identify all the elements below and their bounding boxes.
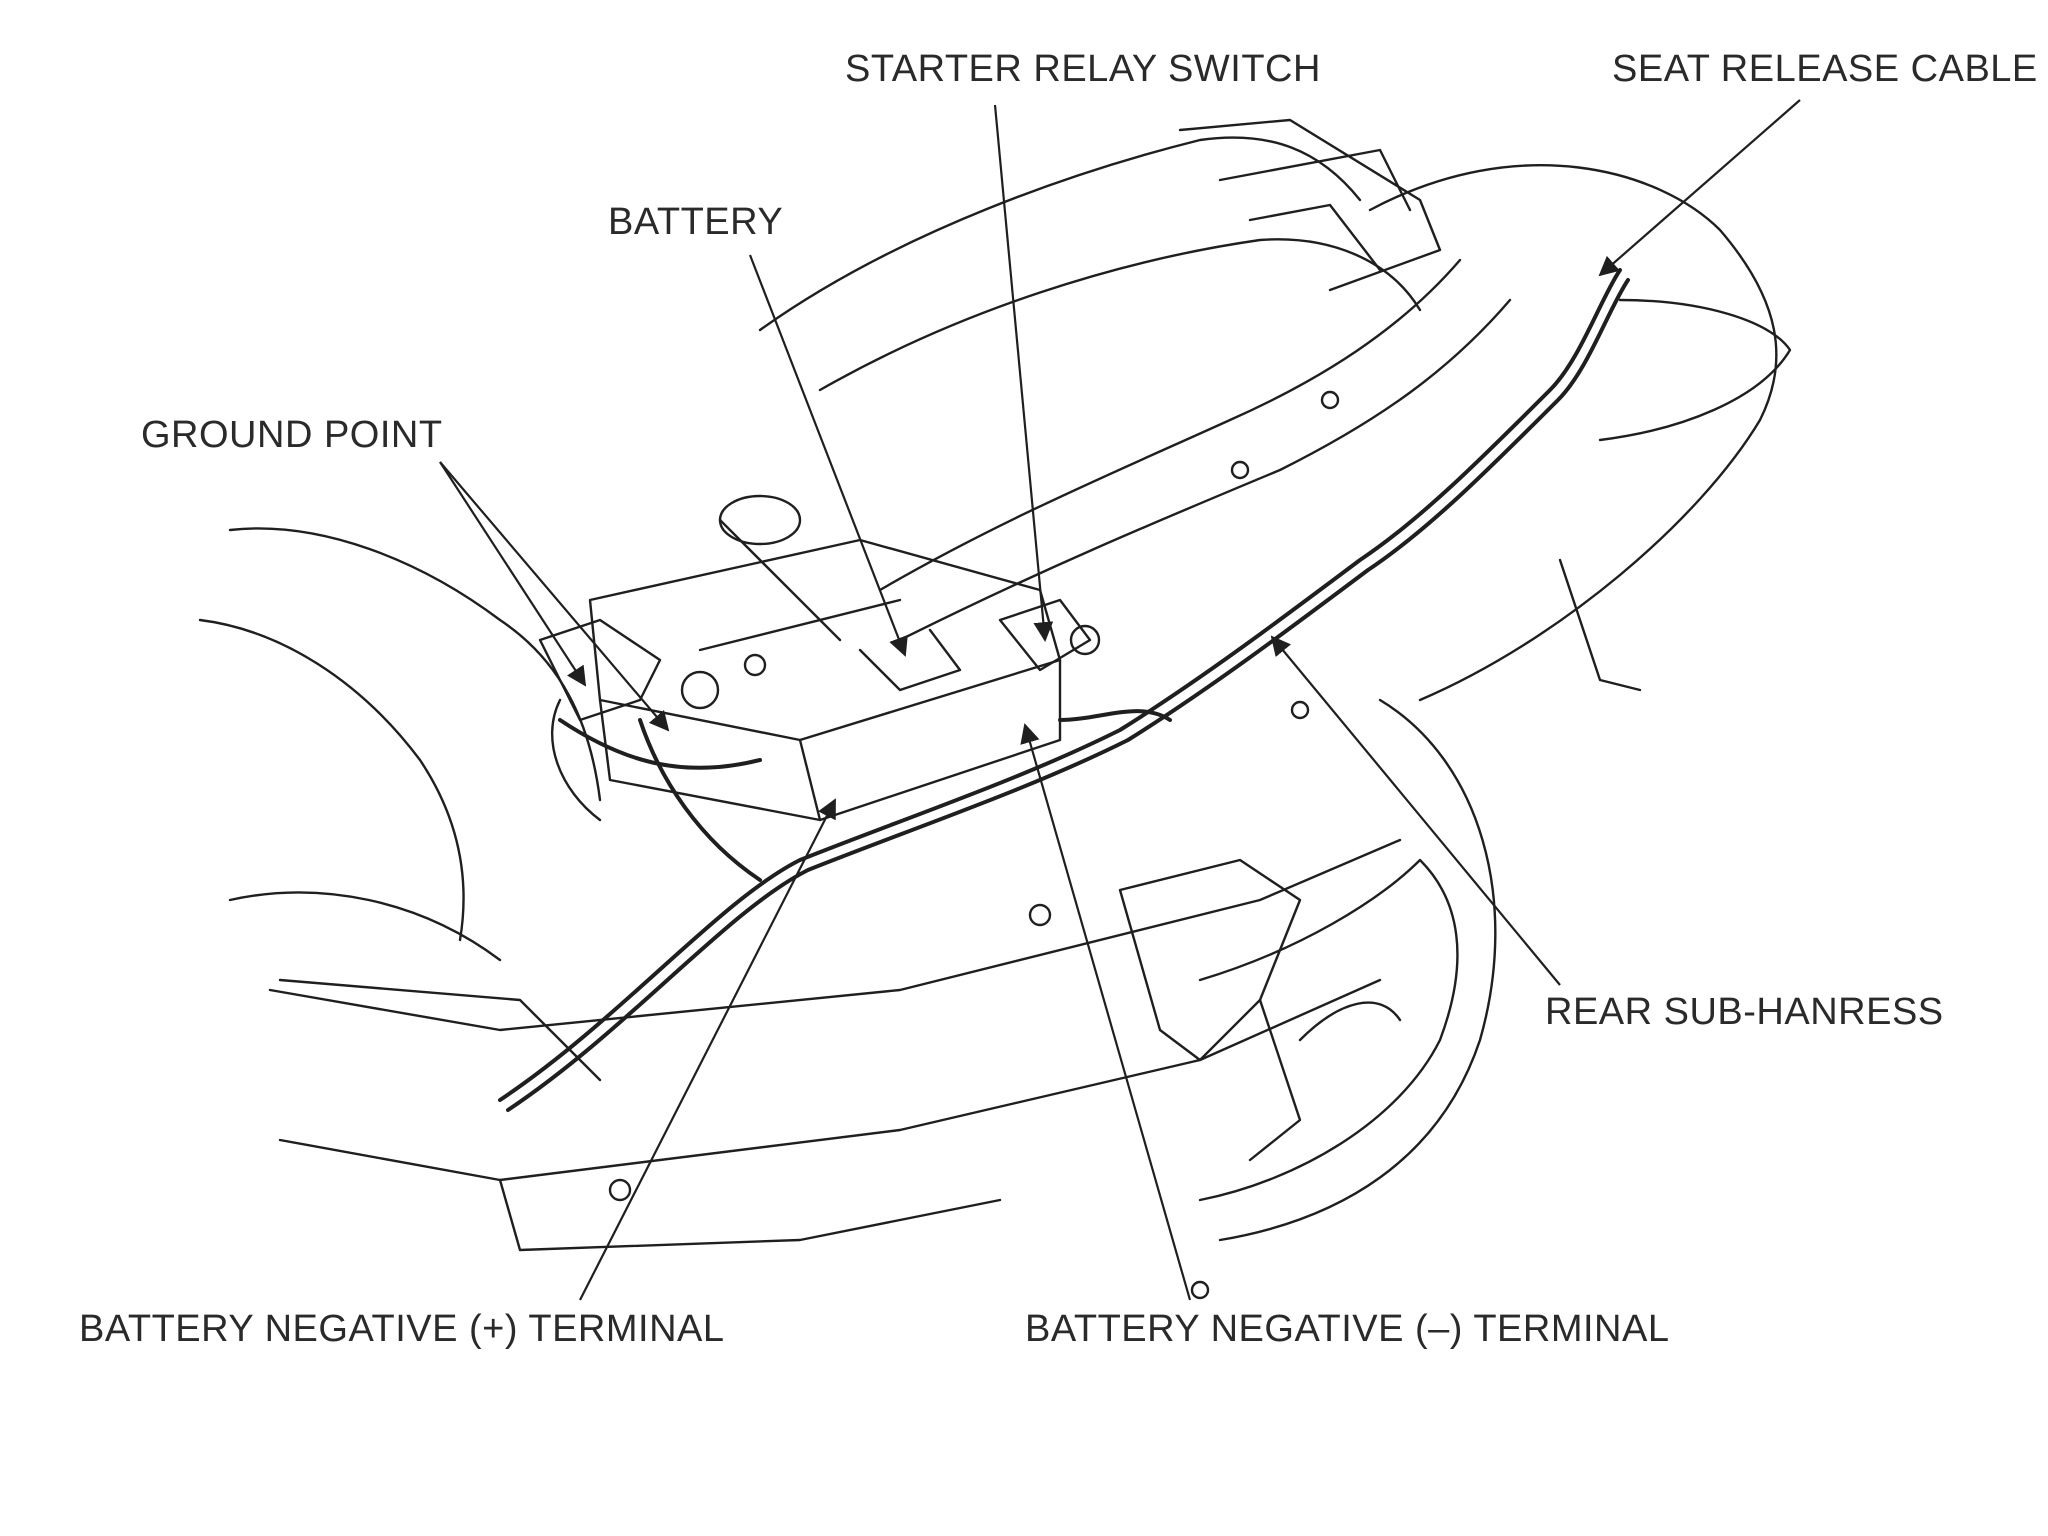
label-rear-sub-harness: REAR SUB-HANRESS [1545, 991, 1944, 1033]
motorcycle-frame-drawing [198, 118, 1792, 1300]
leader-battery-negative-minus [1020, 723, 1192, 1301]
label-starter-relay-switch: STARTER RELAY SWITCH [845, 48, 1321, 90]
leader-battery [748, 254, 908, 657]
callout-leaders [439, 99, 1801, 1301]
leader-rear-sub-harness [1270, 635, 1561, 986]
leader-ground-point-1 [439, 461, 587, 687]
leader-seat-release-cable [1598, 99, 1801, 277]
wiring-harness [498, 268, 1630, 1112]
label-battery-negative-plus-terminal: BATTERY NEGATIVE (+) TERMINAL [79, 1308, 725, 1350]
label-seat-release-cable: SEAT RELEASE CABLE [1612, 48, 2038, 90]
label-ground-point: GROUND POINT [141, 414, 443, 456]
leader-battery-negative-plus [579, 798, 836, 1301]
leader-ground-point-2 [439, 461, 670, 732]
label-battery: BATTERY [608, 201, 784, 243]
label-battery-negative-minus-terminal: BATTERY NEGATIVE (–) TERMINAL [1025, 1308, 1670, 1350]
leader-starter-relay-switch [993, 104, 1054, 642]
